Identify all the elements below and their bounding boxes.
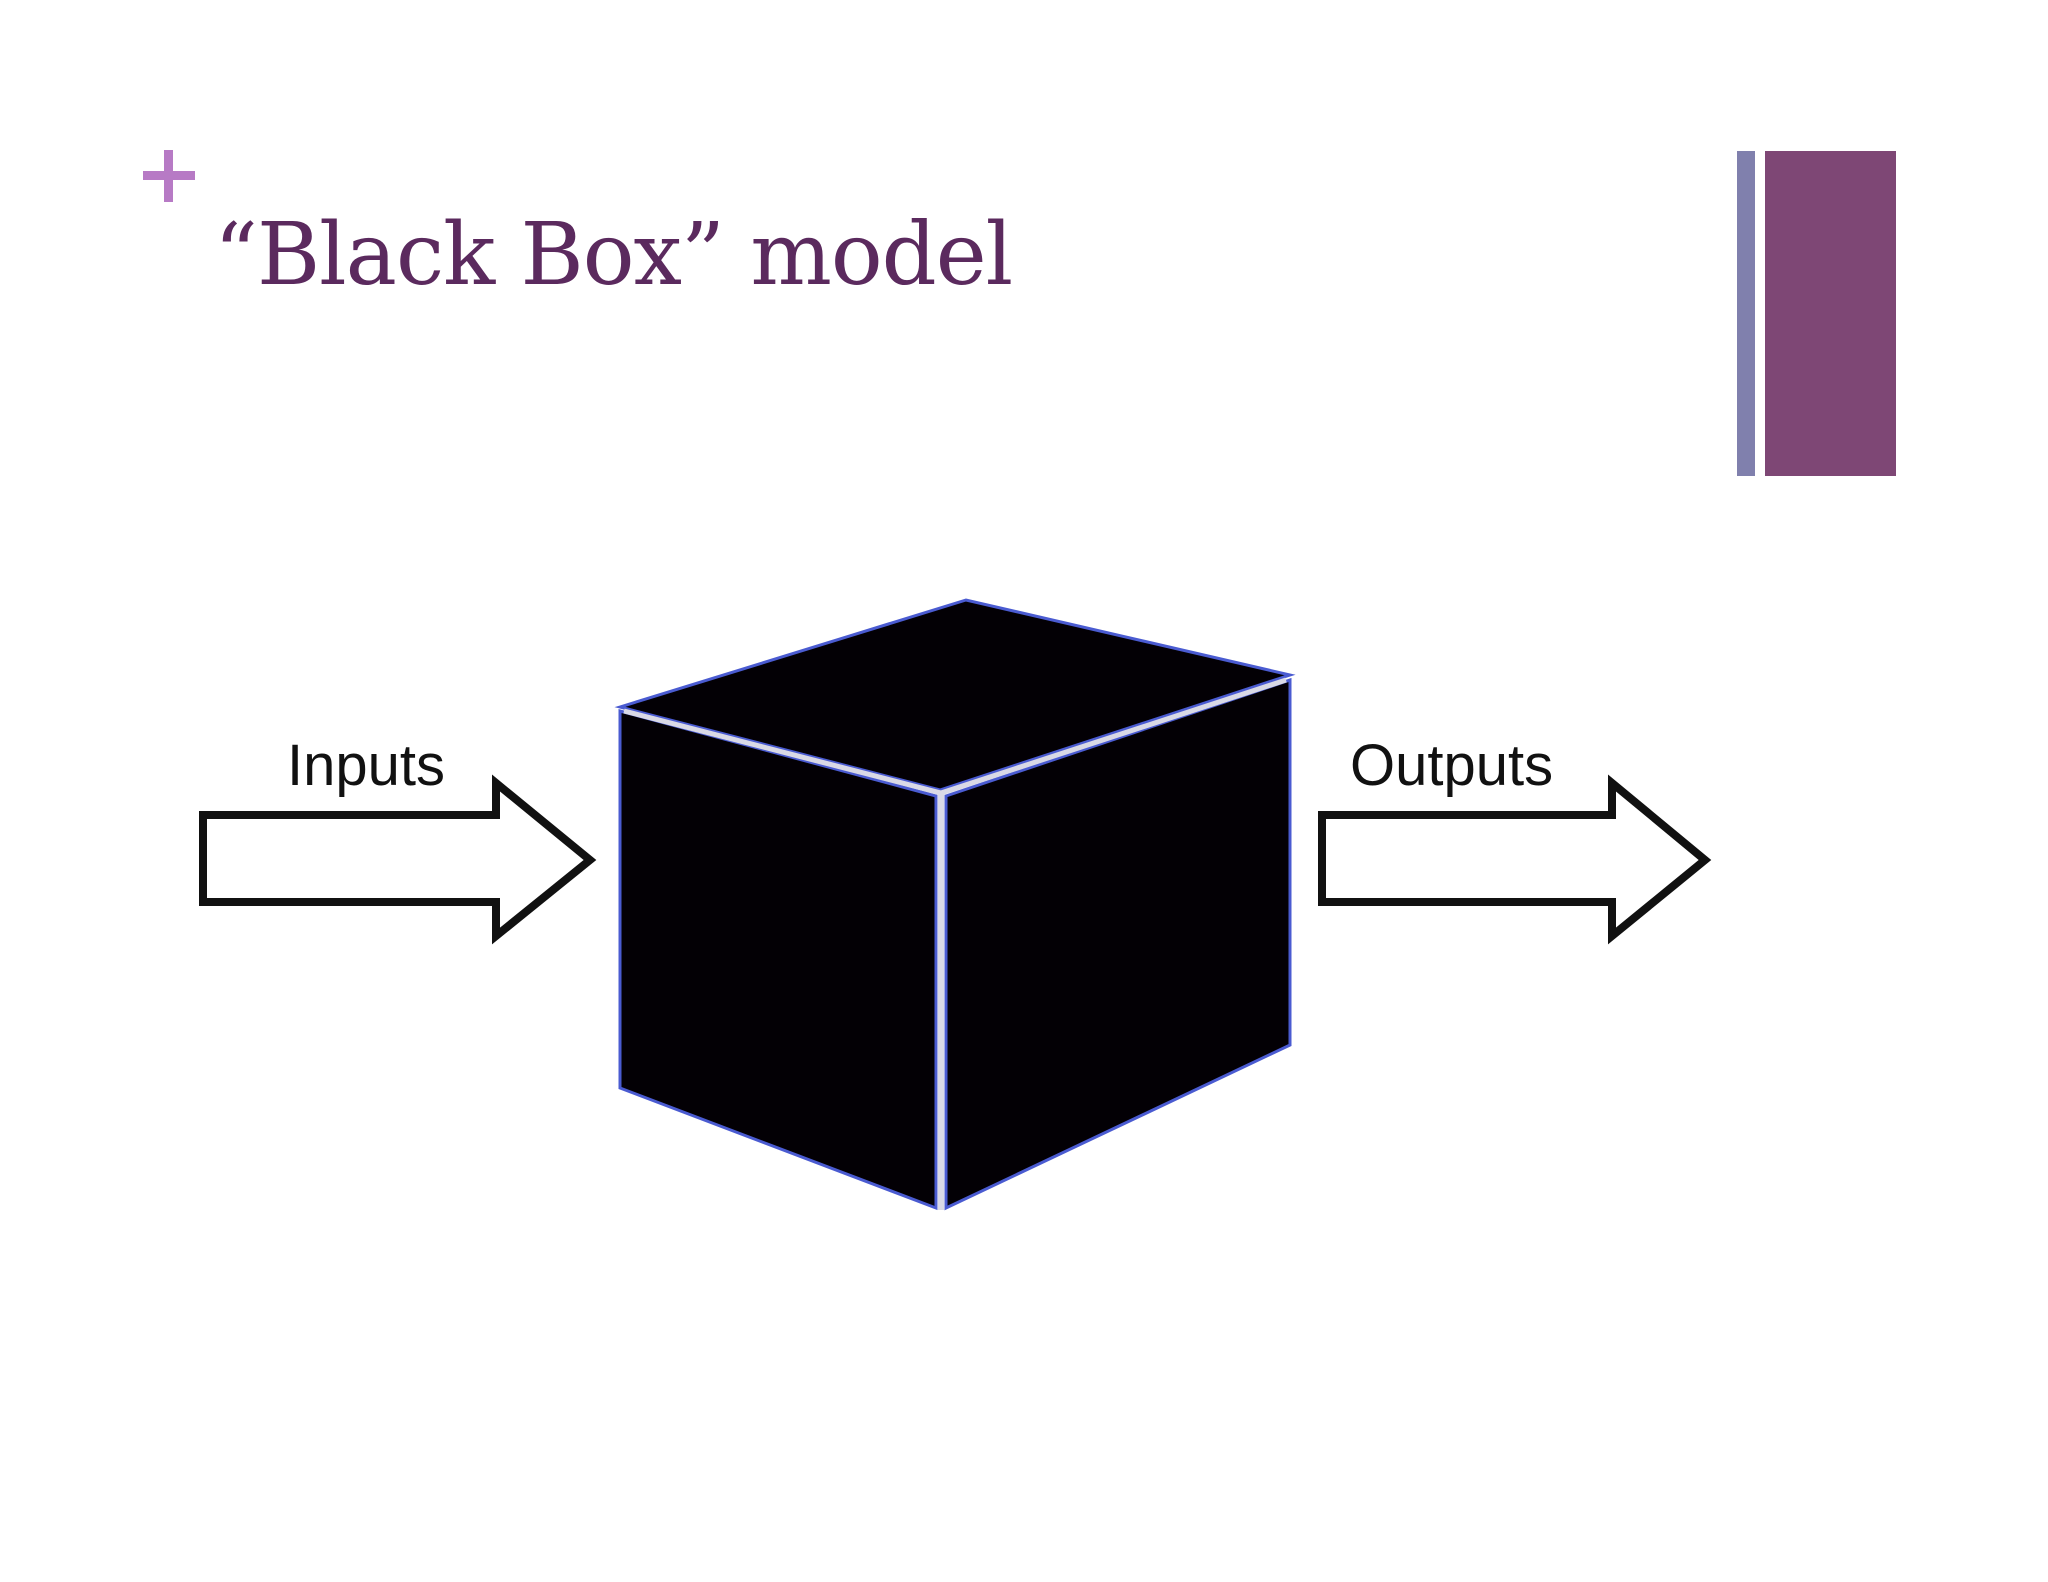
cube-top-face <box>614 598 1296 792</box>
output-label: Outputs <box>1350 733 1553 798</box>
output-arrow <box>1318 774 1712 945</box>
input-label: Inputs <box>287 733 445 798</box>
accent-bar-thin <box>1737 151 1755 476</box>
black-box-cube <box>614 598 1296 1211</box>
cube-left-face <box>618 709 938 1211</box>
slide-title: “Black Box” model <box>214 205 1013 305</box>
input-arrow <box>199 774 597 945</box>
plus-icon <box>143 150 195 202</box>
accent-bar-thick <box>1765 151 1896 476</box>
